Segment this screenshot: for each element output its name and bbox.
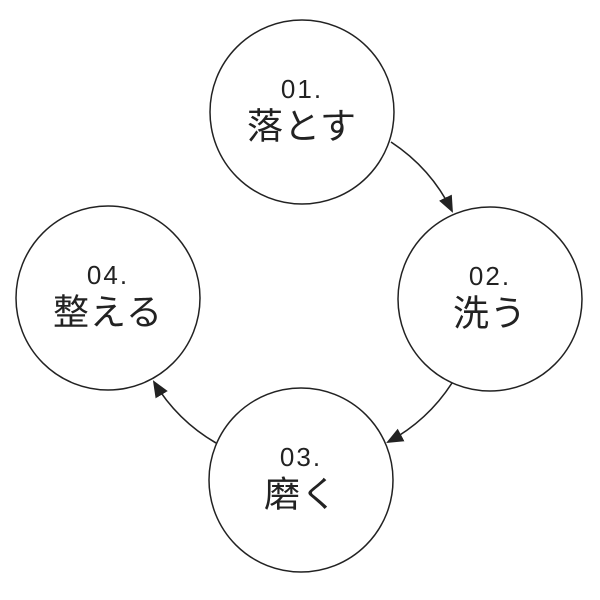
step-number-02: 02. [469, 261, 511, 291]
step-label-01: 落とす [247, 106, 357, 147]
step-circle-01 [209, 19, 395, 205]
arrow-step1-to-step2 [390, 141, 453, 213]
step-number-04: 04. [87, 260, 129, 290]
step-label-03: 磨く [264, 474, 338, 515]
arrows [152, 141, 453, 444]
arrow-step2-to-step3 [386, 382, 453, 444]
arrow-step3-to-step4 [152, 380, 217, 444]
step-node-04: 04. 整える [15, 205, 201, 391]
step-label-02: 洗う [453, 293, 527, 334]
step-node-01: 01. 落とす [209, 19, 395, 205]
step-circle-04 [15, 205, 201, 391]
step-circle-02 [397, 206, 583, 392]
step-number-03: 03. [280, 442, 322, 472]
step-circle-03 [208, 387, 394, 573]
step-number-01: 01. [281, 74, 323, 104]
step-label-04: 整える [53, 292, 163, 333]
step-node-02: 02. 洗う [397, 206, 583, 392]
step-node-03: 03. 磨く [208, 387, 394, 573]
